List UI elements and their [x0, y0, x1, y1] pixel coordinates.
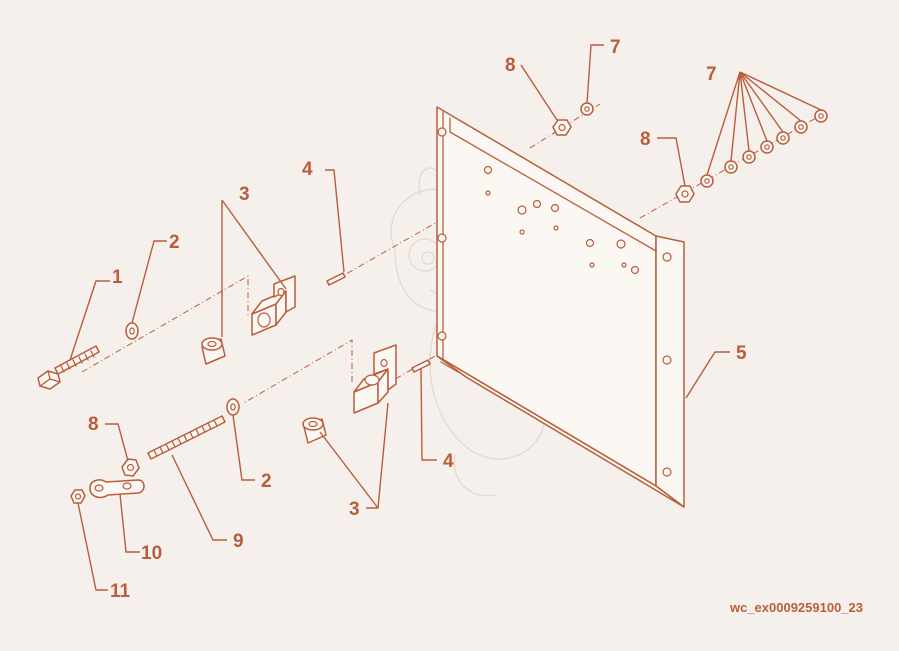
callout-4-lower: 4 — [443, 451, 454, 472]
washer-part-2-upper — [125, 322, 139, 340]
leader-lines — [69, 44, 822, 591]
small-nut-6 — [794, 120, 808, 134]
callout-8-left: 8 — [88, 414, 99, 435]
small-nut-5 — [776, 131, 790, 145]
mounting-plate — [436, 106, 685, 508]
callout-7-top: 7 — [610, 37, 621, 58]
threaded-rod-part-9 — [147, 415, 226, 460]
spacer-part-3-upper — [201, 337, 226, 365]
washer-part-2-lower — [226, 398, 240, 416]
callout-8-top: 8 — [505, 55, 516, 76]
bracket-part-3-upper — [251, 275, 296, 336]
pin-part-4-upper — [326, 272, 346, 286]
nut-part-8-left — [121, 458, 140, 477]
callout-3-lower: 3 — [349, 499, 360, 520]
small-nuts-part-7 — [580, 102, 828, 188]
spacer-part-3-lower — [302, 417, 327, 444]
callout-labels: 1 2 3 4 5 8 7 8 7 8 2 9 10 11 3 4 — [88, 37, 747, 602]
callout-4-upper: 4 — [302, 159, 313, 180]
callout-5: 5 — [736, 343, 747, 364]
nut-part-8-top — [552, 119, 572, 136]
callout-9: 9 — [233, 531, 244, 552]
callout-1: 1 — [112, 267, 123, 288]
small-nut-7 — [814, 109, 828, 123]
callout-8-right: 8 — [640, 129, 651, 150]
callout-11: 11 — [110, 581, 131, 602]
lever-part-10 — [89, 479, 145, 499]
small-nut-4 — [760, 140, 774, 154]
figure-reference-code: wc_ex0009259100_23 — [729, 600, 863, 615]
nut-part-8-right — [675, 185, 695, 203]
callout-2-upper: 2 — [169, 232, 180, 253]
small-nut-2 — [724, 160, 738, 174]
callout-2-lower: 2 — [261, 471, 272, 492]
small-nut-1 — [700, 174, 714, 188]
pin-part-4-lower — [411, 359, 431, 373]
callout-10: 10 — [141, 543, 162, 564]
callout-3-upper: 3 — [239, 184, 250, 205]
small-nut-top — [580, 102, 594, 116]
callout-7-right: 7 — [706, 64, 717, 85]
small-nut-3 — [742, 150, 756, 164]
bolt-part-1 — [37, 345, 100, 390]
nut-part-11 — [70, 489, 86, 504]
bracket-part-3-lower — [353, 344, 397, 414]
